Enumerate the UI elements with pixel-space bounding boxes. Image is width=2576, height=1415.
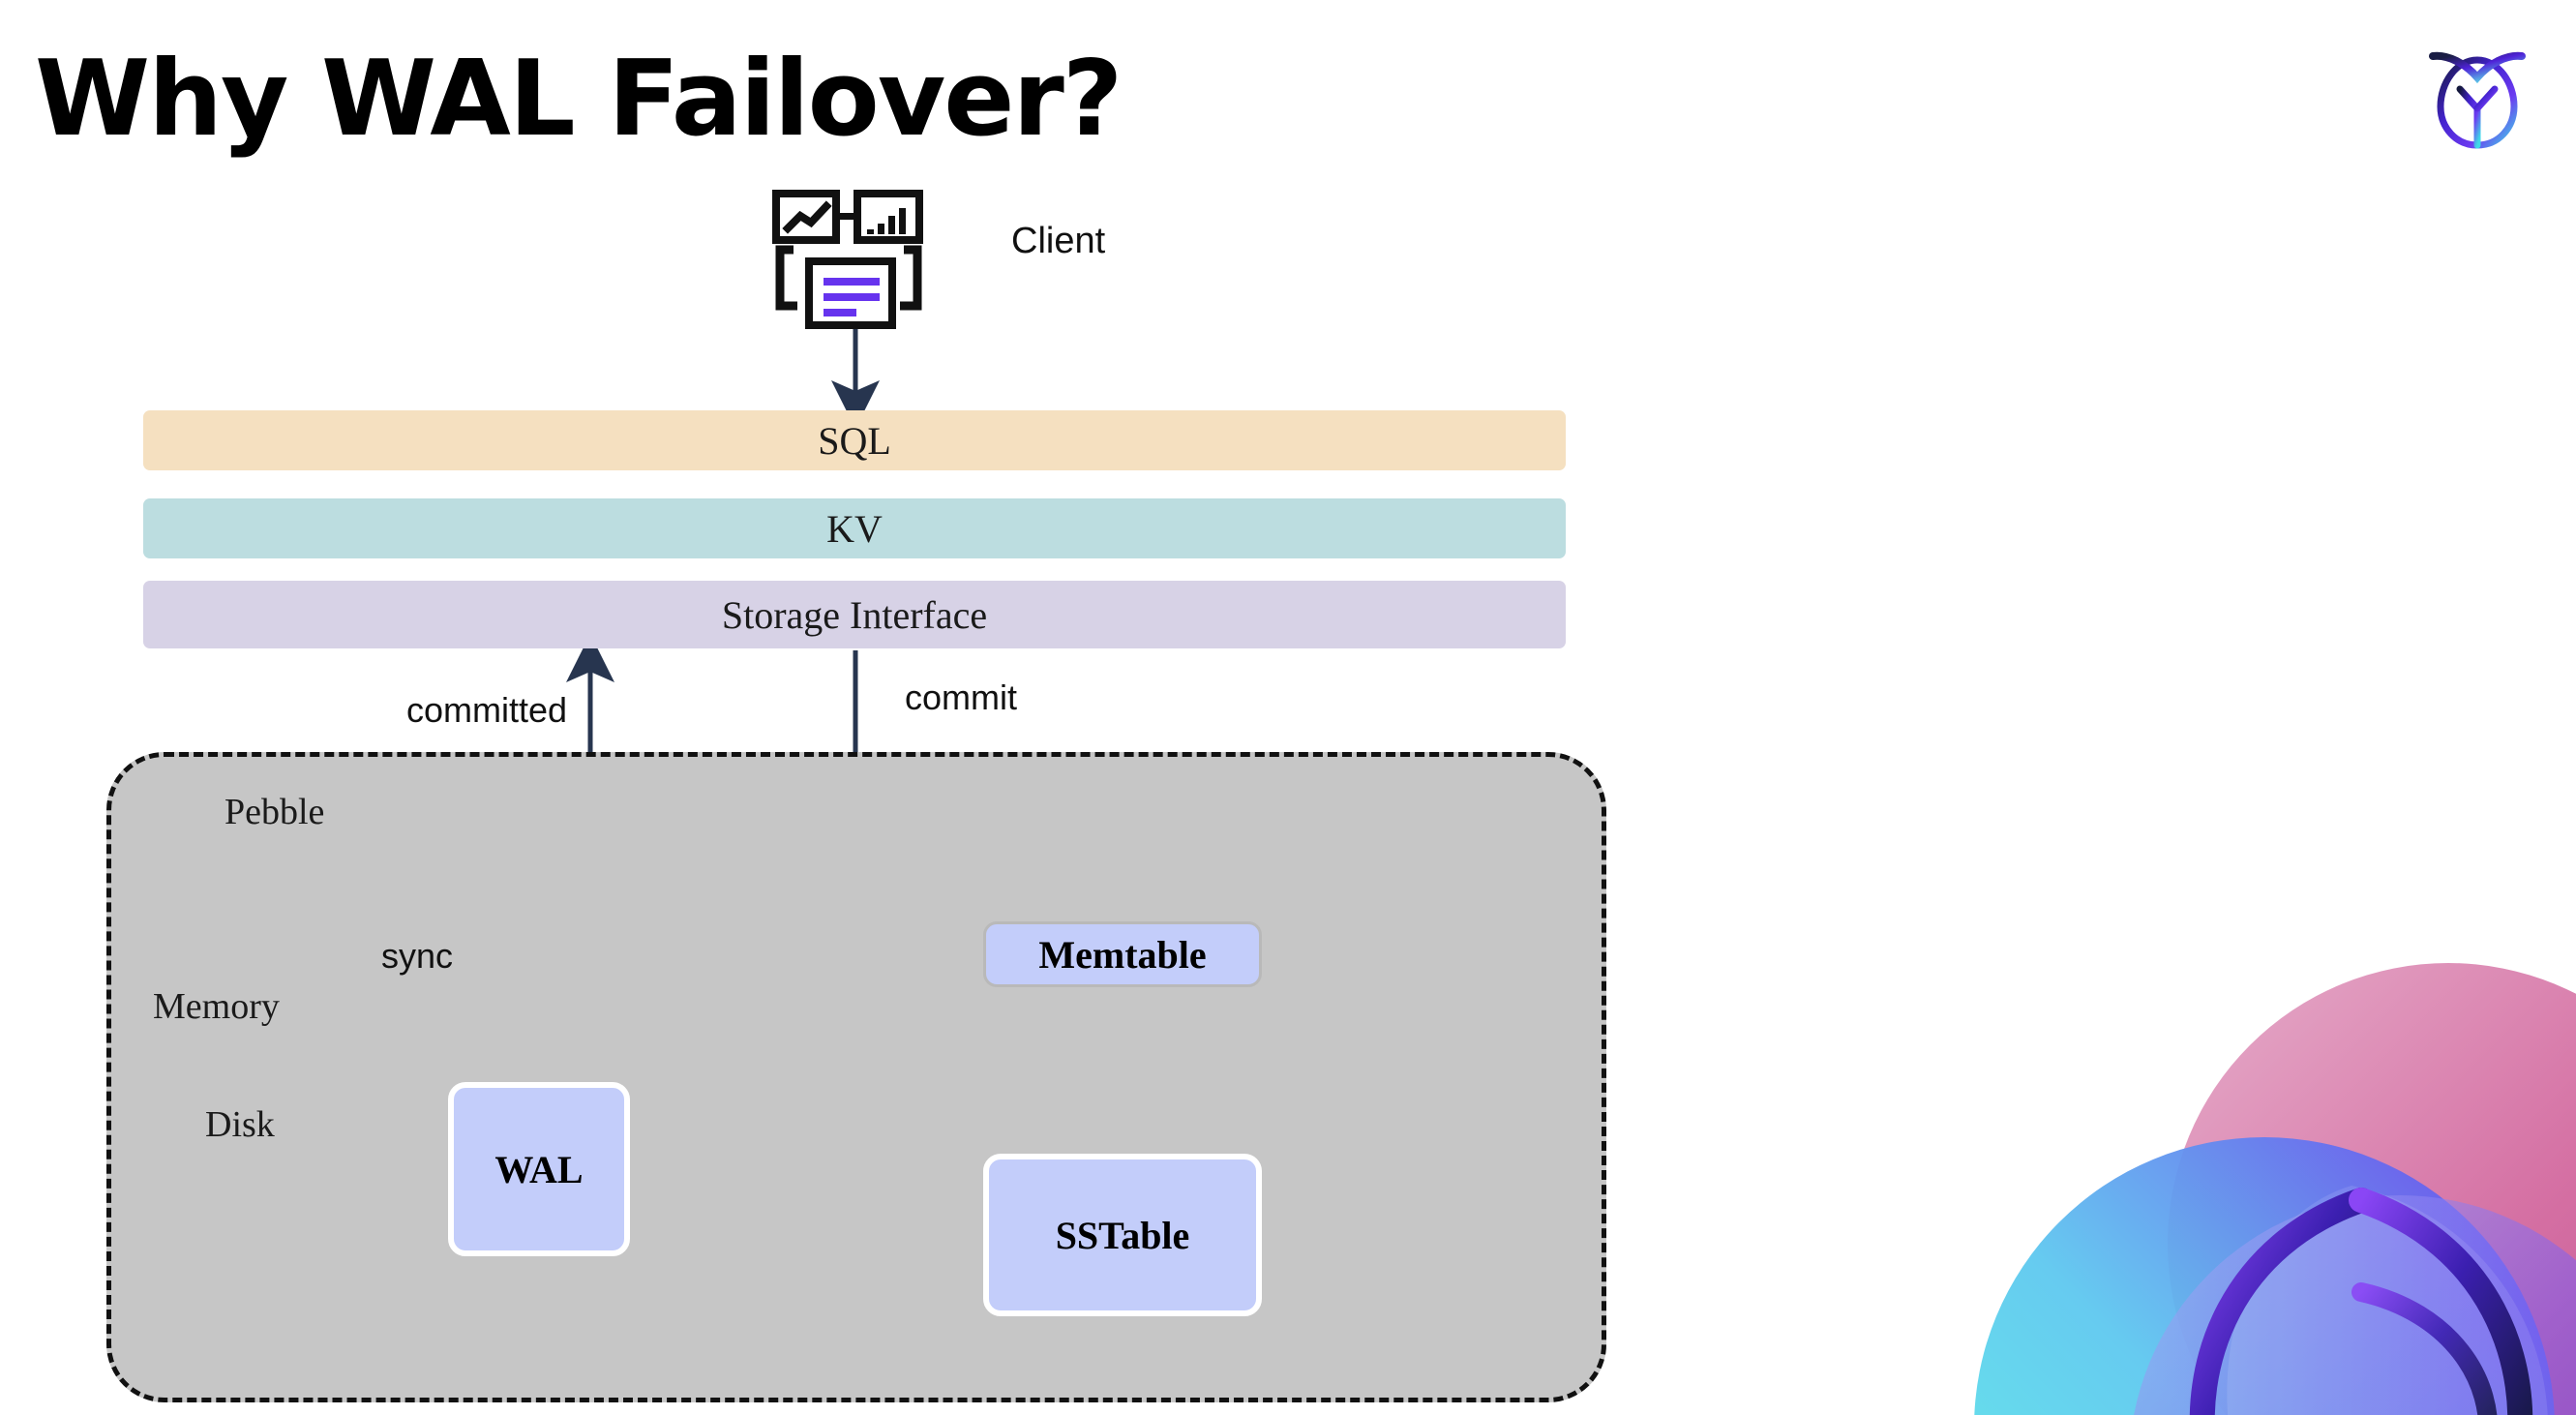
edge-label-commit: commit: [905, 677, 1017, 717]
layer-kv-label: KV: [826, 506, 883, 551]
memory-label: Memory: [153, 986, 280, 1027]
edge-label-sync-1: sync: [381, 936, 454, 976]
node-memtable-label: Memtable: [1038, 932, 1207, 977]
layer-sql-label: SQL: [818, 418, 891, 463]
client-dashboard-icon: [772, 190, 925, 333]
cockroach-labs-logo-icon: [2410, 27, 2545, 163]
client-label: Client: [1011, 221, 1106, 261]
node-sstable: SSTable: [983, 1154, 1262, 1316]
layer-kv: KV: [143, 498, 1566, 558]
layer-storage-interface: Storage Interface: [143, 581, 1566, 648]
node-wal-label: WAL: [494, 1147, 584, 1191]
page-title: Why WAL Failover?: [35, 39, 1123, 160]
pebble-label: Pebble: [225, 792, 325, 832]
node-sstable-label: SSTable: [1055, 1213, 1190, 1257]
edge-label-committed: committed: [406, 690, 568, 730]
disk-label: Disk: [205, 1104, 275, 1145]
layer-sql: SQL: [143, 410, 1566, 470]
node-wal: WAL: [448, 1082, 630, 1256]
node-memtable: Memtable: [983, 921, 1262, 987]
pebble-container: [106, 752, 1606, 1402]
layer-storage-interface-label: Storage Interface: [721, 592, 988, 637]
